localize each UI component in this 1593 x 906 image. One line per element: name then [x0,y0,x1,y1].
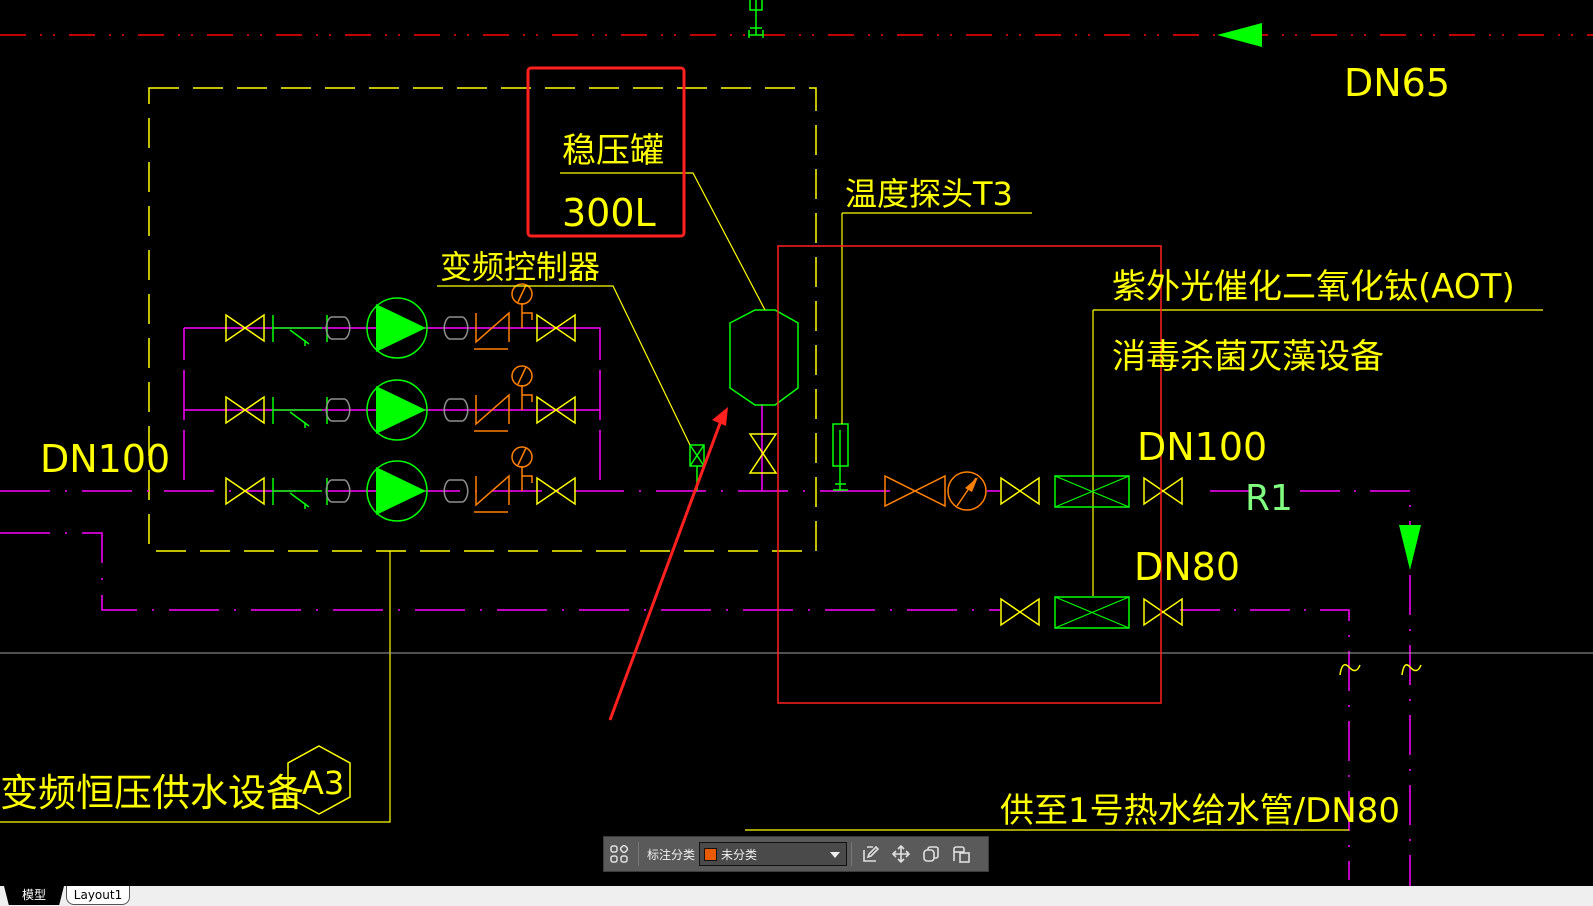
four-squares-icon[interactable] [604,839,634,869]
pump-row-3 [225,446,576,522]
aot-label-line1: 紫外光催化二氧化钛(AOT) [1112,267,1515,307]
layout-tab-bar: 模型 Layout1 [0,886,1593,906]
dn80-label: DN80 [1134,545,1240,589]
equipment-title-label: 变频恒压供水设备 [0,771,304,815]
edit-icon[interactable] [856,839,886,869]
annotation-box-tank[interactable] [526,66,686,238]
tank-volume-label: 300L [562,191,656,235]
copy-icon[interactable] [916,839,946,869]
equipment-boundary [148,87,817,552]
aot-label-line2: 消毒杀菌灭藻设备 [1112,337,1384,377]
tab-model[interactable]: 模型 [4,886,64,905]
r1-label: R1 [1245,478,1293,519]
tab-layout1[interactable]: Layout1 [66,886,130,905]
annotation-toolbar: 标注分类 未分类 [603,836,989,872]
toolbar-divider [638,842,639,866]
pump-row-2 [225,365,576,441]
flow-arrow-down [1399,525,1421,570]
vertical-valve-top [748,0,764,38]
chevron-down-icon [830,852,841,858]
paste-icon[interactable] [946,839,976,869]
pump-bank-pipes [0,327,1411,886]
flow-arrow-left [1217,23,1262,47]
cad-drawing-canvas[interactable]: 稳压罐 300L 变频控制器 温度探头T3 紫外光催化二氧化钛(AOT) 消毒杀… [0,0,1593,886]
category-value: 未分类 [721,847,758,862]
dn65-label: DN65 [1344,61,1450,105]
dn100-left-label: DN100 [40,437,170,481]
aot-equipment-row-2 [1000,596,1183,629]
equipment-tag-label: A3 [302,764,344,802]
tank-valve [748,433,778,474]
equipment-tag-hexagon [287,745,351,815]
move-icon[interactable] [886,839,916,869]
pump-row-1 [225,283,576,359]
aot-equipment-row-1 [884,471,1183,511]
vfd-label: 变频控制器 [440,248,600,286]
dn100-right-label: DN100 [1137,425,1267,469]
annotation-box-aot[interactable] [777,245,1162,704]
break-symbols [1339,664,1422,676]
bottom-note-label: 供至1号热水给水管/DN80 [1000,791,1400,831]
category-select[interactable]: 未分类 [699,842,848,866]
temp-probe-label: 温度探头T3 [845,175,1013,213]
category-label: 标注分类 [647,847,696,862]
annotation-arrow[interactable] [608,407,728,721]
leader-lines [0,172,1543,831]
category-color-swatch [704,847,718,861]
toolbar-divider [851,842,853,866]
pressure-tank-symbol [689,309,849,491]
tank-name-label: 稳压罐 [562,131,664,171]
